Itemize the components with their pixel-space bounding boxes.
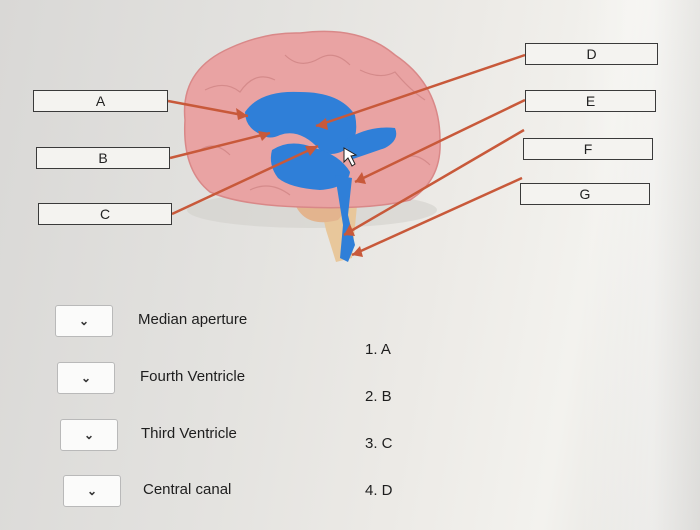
label-box-a[interactable]: A <box>33 90 168 112</box>
label-box-c[interactable]: C <box>38 203 172 225</box>
term-label: Central canal <box>143 481 232 498</box>
answer-dropdown-2[interactable]: ⌄ <box>57 362 115 394</box>
label-box-b[interactable]: B <box>36 147 170 169</box>
option-item: 1. A <box>365 341 391 358</box>
chevron-down-icon: ⌄ <box>86 484 98 498</box>
option-item: 4. D <box>365 482 393 499</box>
chevron-down-icon: ⌄ <box>83 428 95 442</box>
label-box-e[interactable]: E <box>525 90 656 112</box>
chevron-down-icon: ⌄ <box>80 371 92 385</box>
term-label: Fourth Ventricle <box>140 368 246 385</box>
label-box-g[interactable]: G <box>520 183 650 205</box>
ventricles <box>245 91 397 262</box>
label-box-d[interactable]: D <box>525 43 658 65</box>
answer-dropdown-3[interactable]: ⌄ <box>60 419 118 451</box>
arrow-heads <box>236 108 366 257</box>
mouse-cursor-icon <box>343 147 358 167</box>
answer-dropdown-4[interactable]: ⌄ <box>63 475 121 507</box>
answer-dropdown-1[interactable]: ⌄ <box>55 305 113 337</box>
option-item: 3. C <box>365 435 393 452</box>
option-item: 2. B <box>365 388 392 405</box>
term-label: Third Ventricle <box>141 425 237 442</box>
pointer-arrows <box>167 53 526 257</box>
term-label: Median aperture <box>138 311 248 328</box>
chevron-down-icon: ⌄ <box>78 314 90 328</box>
label-box-f[interactable]: F <box>523 138 653 160</box>
